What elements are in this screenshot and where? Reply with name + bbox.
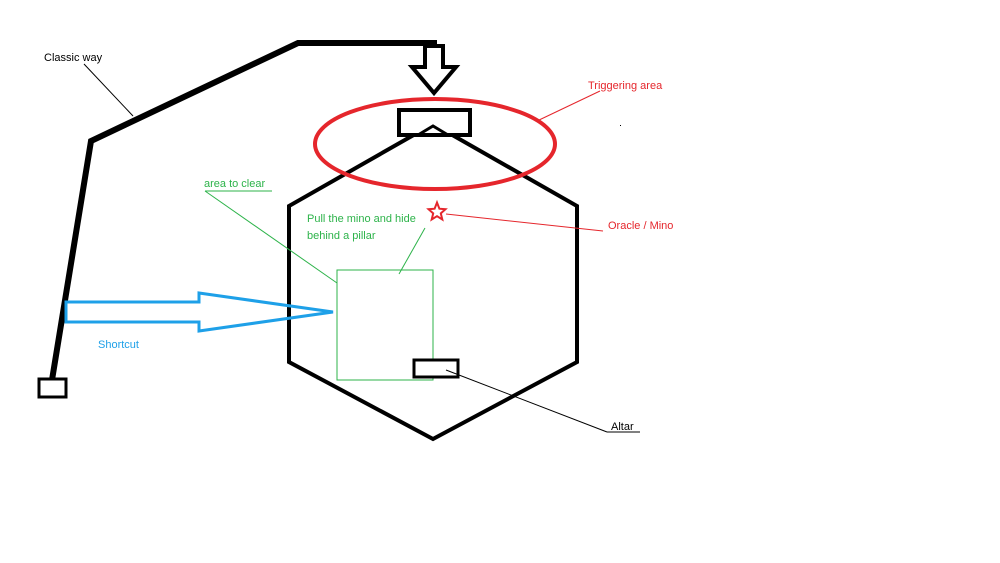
triggering-area-ellipse xyxy=(313,97,557,191)
area-to-clear-leader xyxy=(204,190,338,284)
entry-arrow-icon xyxy=(407,44,461,97)
altar-label: Altar xyxy=(611,421,634,433)
pull-mino-label-line1: Pull the mino and hide xyxy=(307,213,416,225)
shortcut-label: Shortcut xyxy=(98,339,139,351)
oracle-mino-label: Oracle / Mino xyxy=(608,220,673,232)
altar-leader xyxy=(445,369,608,433)
area-to-clear-label: area to clear xyxy=(204,178,265,190)
altar-box xyxy=(412,358,460,379)
shortcut-arrow-icon xyxy=(64,291,334,333)
classic-way-leader xyxy=(83,63,134,117)
pull-mino-leader xyxy=(398,227,426,275)
oracle-star-icon xyxy=(426,199,448,222)
oracle-mino-leader xyxy=(445,213,604,232)
triggering-area-leader xyxy=(536,90,601,122)
stray-dot xyxy=(620,125,621,126)
pull-mino-label-line2: behind a pillar xyxy=(307,230,376,242)
triggering-area-label: Triggering area xyxy=(588,80,663,92)
classic-way-label: Classic way xyxy=(44,52,103,64)
entrance-gate xyxy=(397,108,472,137)
gate-apex xyxy=(417,124,449,137)
start-square xyxy=(37,377,68,399)
classic-way-path xyxy=(49,40,437,381)
area-to-clear-box xyxy=(336,269,434,381)
hexagon-room xyxy=(287,121,579,442)
